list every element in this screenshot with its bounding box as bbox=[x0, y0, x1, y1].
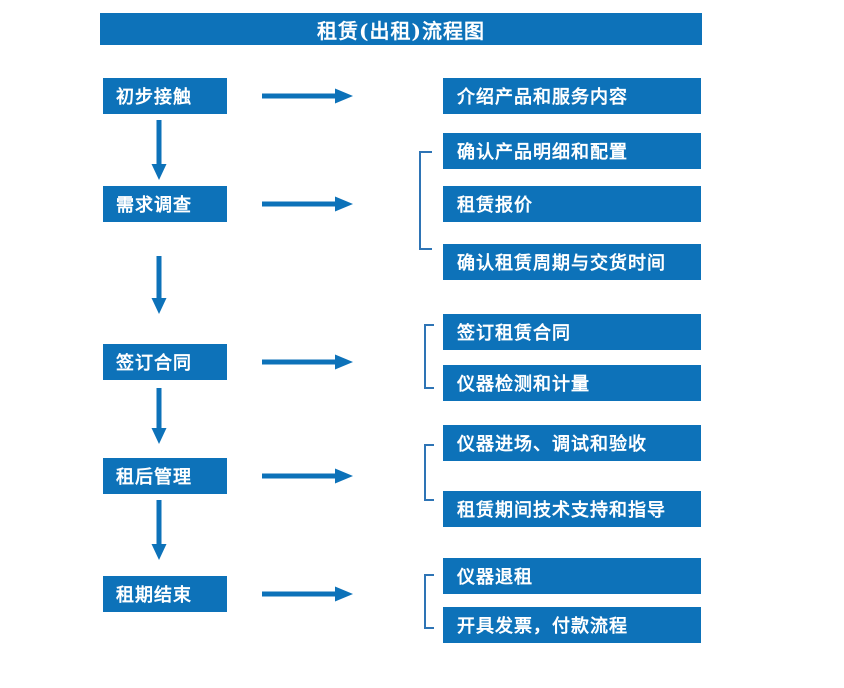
bracket-sign-contract-group bbox=[424, 324, 434, 389]
down-arrow-icon bbox=[151, 256, 167, 314]
step-box-needs-survey: 需求调查 bbox=[103, 186, 227, 222]
detail-box-introduce-products: 介绍产品和服务内容 bbox=[443, 78, 701, 114]
step-box-post-rental-management: 租后管理 bbox=[103, 458, 227, 494]
detail-box-tech-support: 租赁期间技术支持和指导 bbox=[443, 491, 701, 527]
right-arrow-icon bbox=[262, 586, 353, 602]
step-box-rental-end: 租期结束 bbox=[103, 576, 227, 612]
detail-box-instrument-return: 仪器退租 bbox=[443, 558, 701, 594]
detail-box-invoice-payment: 开具发票，付款流程 bbox=[443, 607, 701, 643]
down-arrow-icon bbox=[151, 120, 167, 180]
detail-box-sign-rental-contract: 签订租赁合同 bbox=[443, 314, 701, 350]
right-arrow-icon bbox=[262, 468, 353, 484]
right-arrow-icon bbox=[262, 354, 353, 370]
detail-box-instrument-inspection: 仪器检测和计量 bbox=[443, 365, 701, 401]
detail-box-rental-quote: 租赁报价 bbox=[443, 186, 701, 222]
bracket-rental-end-group bbox=[424, 574, 434, 629]
right-arrow-icon bbox=[262, 88, 353, 104]
detail-box-instrument-setup-acceptance: 仪器进场、调试和验收 bbox=[443, 425, 701, 461]
page-title: 租赁(出租)流程图 bbox=[100, 13, 702, 45]
step-box-initial-contact: 初步接触 bbox=[103, 78, 227, 114]
step-box-sign-contract: 签订合同 bbox=[103, 344, 227, 380]
detail-box-confirm-period-delivery: 确认租赁周期与交货时间 bbox=[443, 244, 701, 280]
bracket-post-rental-group bbox=[424, 444, 434, 501]
down-arrow-icon bbox=[151, 500, 167, 560]
right-arrow-icon bbox=[262, 196, 353, 212]
bracket-needs-survey-group bbox=[419, 151, 432, 250]
down-arrow-icon bbox=[151, 388, 167, 444]
detail-box-confirm-product-config: 确认产品明细和配置 bbox=[443, 133, 701, 169]
